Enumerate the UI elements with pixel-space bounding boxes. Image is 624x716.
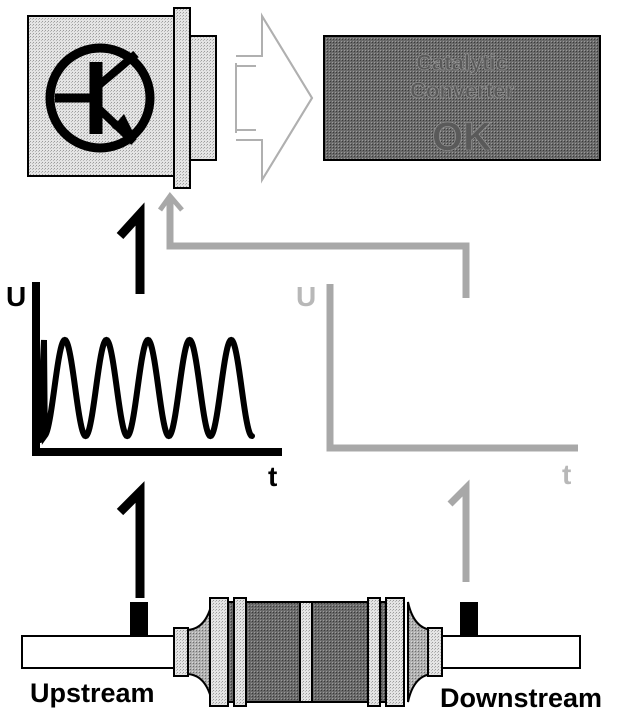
downstream-signal-path: [157, 191, 470, 298]
control-unit: [27, 7, 217, 189]
exhaust-system: [21, 597, 581, 707]
downstream-sensor-graph: U t: [296, 281, 578, 490]
status-line-1: Catalytic: [416, 50, 508, 75]
upstream-signal-arrow: [116, 202, 145, 294]
upstream-sensor-graph: U t: [6, 281, 282, 492]
downstream-y-label: U: [296, 281, 316, 312]
downstream-axes: [326, 284, 578, 452]
status-line-3: OK: [432, 115, 492, 159]
status-line-2: Converter: [410, 78, 514, 103]
upstream-sensor: [130, 602, 148, 636]
downstream-pipe: [429, 635, 581, 669]
upstream-y-label: U: [6, 281, 26, 312]
transistor-icon: [45, 43, 155, 153]
downstream-sensor-arrow: [447, 479, 470, 582]
upstream-voltage-wave: [37, 336, 255, 445]
upstream-sensor-arrow: [116, 481, 145, 598]
output-arrow: [232, 12, 314, 184]
downstream-sensor: [460, 602, 478, 636]
downstream-x-label: t: [562, 459, 571, 490]
upstream-x-label: t: [268, 461, 277, 492]
ecu-connector-plate: [173, 7, 191, 189]
upstream-label: Upstream: [30, 678, 155, 708]
upstream-pipe: [21, 635, 193, 669]
catalytic-status-box: Catalytic Converter OK: [323, 35, 601, 161]
downstream-label: Downstream: [440, 683, 602, 713]
